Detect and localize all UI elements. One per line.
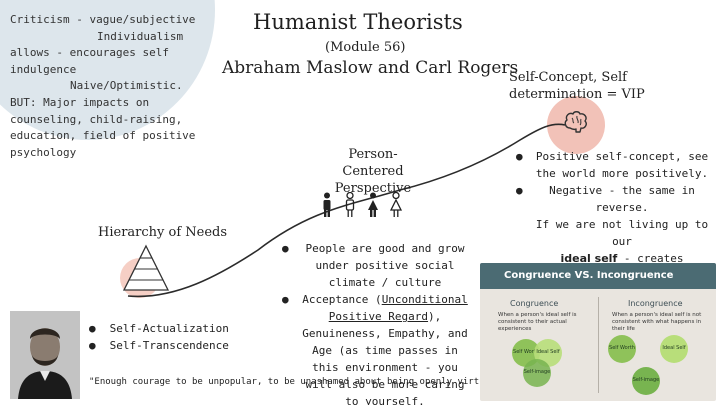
list-item-label: People are good and grow under positive … — [305, 242, 465, 289]
congruence-description: When a person's ideal self is consistent… — [498, 312, 577, 332]
criticism-line: Individualism — [97, 29, 184, 43]
self-concept-heading-line: determination = VIP — [509, 87, 645, 102]
congruence-graphic: Congruence VS. Incongruence Congruence I… — [480, 263, 716, 401]
list-item-label: Self-Transcendence — [109, 339, 229, 352]
person-centered-heading-line: Person-Centered — [342, 147, 404, 179]
criticism-line: BUT: Major impacts on — [10, 95, 150, 109]
graphic-divider — [598, 297, 599, 393]
incongruence-description: When a person's ideal self is not consis… — [612, 312, 702, 332]
portrait-photo — [10, 311, 80, 399]
criticism-line: Naive/Optimistic. — [70, 79, 183, 93]
quote-text: "Enough courage to be unpopular, to be u… — [89, 377, 512, 387]
people-icon — [319, 192, 404, 218]
list-item: ● Acceptance (Unconditional Positive Reg… — [282, 291, 472, 405]
list-item: ●Self-Actualization — [89, 322, 229, 335]
list-item: ● People are good and grow under positiv… — [282, 240, 472, 291]
criticism-line: allows - encourages self — [10, 46, 169, 60]
acceptance-text-rest: ), Genuineness, Empathy, and Age (as tim… — [302, 310, 468, 405]
person-icon — [389, 192, 403, 217]
circle-ideal-self-incongruent: Ideal Self — [660, 335, 688, 363]
congruence-graphic-title: Congruence VS. Incongruence — [480, 263, 716, 289]
person-icon — [368, 192, 378, 217]
ideal-self-term: ideal self — [560, 252, 618, 265]
unconditional-positive-regard: Unconditional Positive Regard — [328, 293, 468, 323]
congruence-heading: Congruence — [510, 299, 559, 308]
criticism-text: Criticism - vague/subjective Individuali… — [10, 12, 196, 161]
criticism-line: counseling, child-raising, — [10, 112, 183, 126]
incongruence-heading: Incongruence — [628, 299, 683, 308]
criticism-line: indulgence — [10, 62, 77, 76]
page-title: Humanist Theorists — [253, 10, 463, 34]
person-centered-heading: Person-Centered Perspective — [318, 146, 428, 197]
pyramid-icon — [122, 244, 170, 291]
list-item: ● Positive self-concept, see the world m… — [516, 150, 709, 180]
hierarchy-heading: Hierarchy of Needs — [98, 225, 228, 240]
person-centered-heading-line: Perspective — [334, 181, 412, 196]
criticism-line: education, field of positive — [10, 129, 196, 143]
brain-icon — [564, 111, 587, 133]
list-item-label: Acceptance (Unconditional Positive Regar… — [298, 291, 472, 405]
acceptance-text: Acceptance ( — [302, 293, 382, 306]
ideal-self-intro: If we are not living up to our — [535, 218, 709, 248]
list-item: ●Self-Transcendence — [89, 339, 229, 352]
criticism-line: Criticism - vague/subjective — [10, 13, 196, 26]
list-item-label: Self-Actualization — [109, 322, 229, 335]
person-centered-list: ● People are good and grow under positiv… — [282, 240, 472, 405]
module-label: (Module 56) — [325, 40, 406, 55]
person-icon — [323, 192, 331, 217]
criticism-line: psychology — [10, 145, 77, 159]
circle-self-image-incongruent: Self-image — [632, 367, 660, 395]
self-concept-heading: Self-Concept, Self determination = VIP — [509, 69, 645, 103]
self-concept-heading-line: Self-Concept, Self — [509, 70, 627, 85]
circle-self-image-congruent: Self-image — [523, 359, 551, 387]
authors-heading: Abraham Maslow and Carl Rogers — [222, 58, 519, 78]
list-item-label: Positive self-concept, see the world mor… — [535, 150, 709, 180]
circle-self-worth-incongruent: Self Worth — [608, 335, 636, 363]
negative-text: Negative - the same in reverse. — [549, 184, 695, 214]
hierarchy-list: ●Self-Actualization ●Self-Transcendence — [89, 320, 229, 354]
person-icon — [345, 192, 355, 217]
